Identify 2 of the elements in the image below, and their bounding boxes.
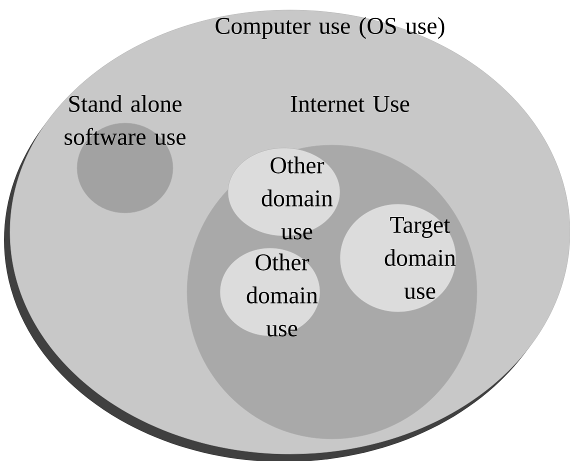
node-label: Stand alone [69, 95, 182, 112]
node-label: Internet Use [290, 96, 410, 112]
